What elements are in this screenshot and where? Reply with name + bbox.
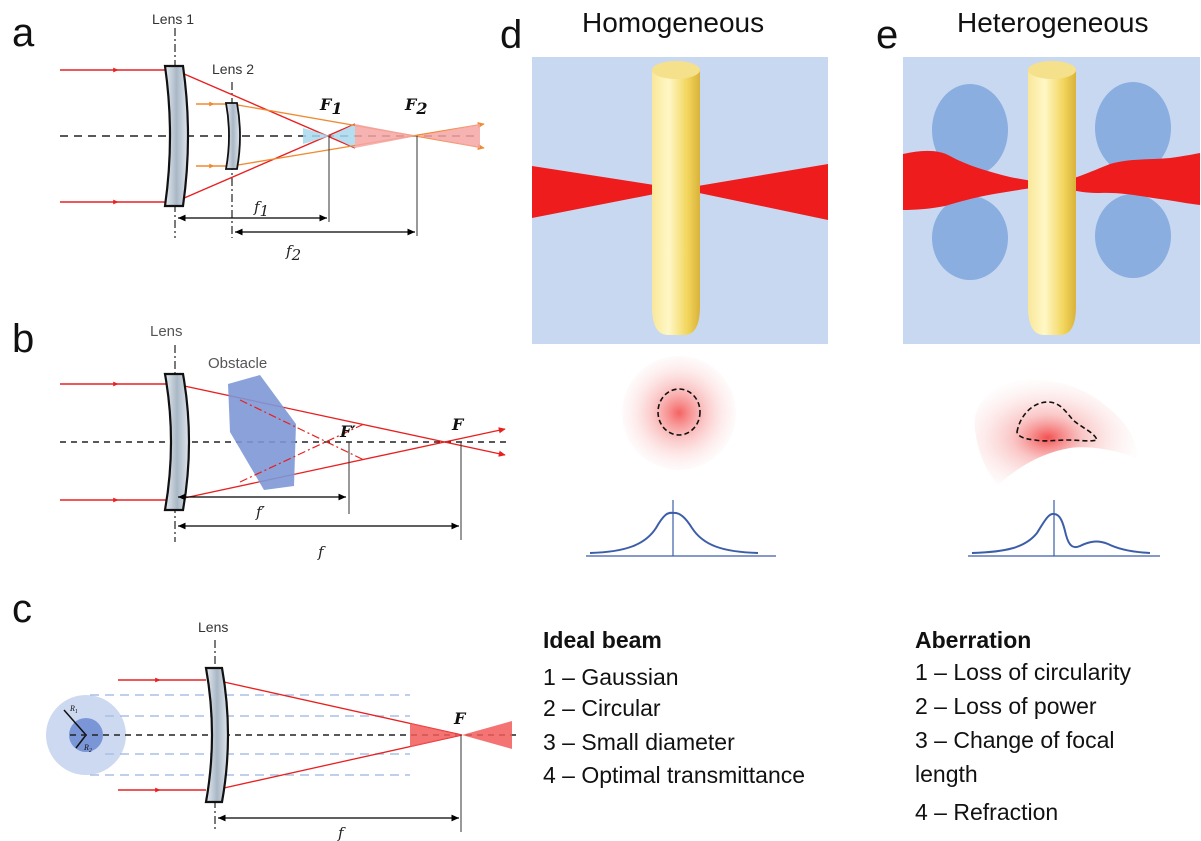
lens [163,372,191,512]
distance-f-label: f [337,824,346,841]
spot-outline [1016,401,1099,442]
ideal-beam-item: 1 – Gaussian [543,664,679,690]
laser-beam-left [532,166,680,218]
panel-c-letter: c [12,587,32,631]
panel-e-title: Heterogeneous [957,7,1148,38]
aberrated-laser-beam [903,150,1200,210]
lens1 [163,64,190,208]
lens2-label: Lens 2 [212,61,254,77]
panel-e-letter: e [876,13,898,57]
focus1-cone [303,128,330,144]
panel-b-letter: b [12,317,34,361]
fiber-top [1028,61,1076,79]
fiber-tip [1028,70,1076,335]
lens1-label: Lens 1 [152,11,194,27]
aberrated-profile-curve [971,512,1151,554]
obstacle-label: Obstacle [208,355,267,372]
inclusion-bottom-right [1095,194,1171,278]
panel-a: a Lens [12,11,485,264]
focus-label: F [453,709,467,728]
focus2-cone [417,124,480,148]
aberration-item: length [915,761,978,787]
r2-label: R2 [83,743,92,754]
distance-f1-label: f1 [253,198,269,220]
deflected-ray-top [239,399,365,461]
converging-ray-bottom [174,427,506,501]
fiber-top [652,61,700,79]
panel-a-letter: a [12,11,35,55]
aberration-item: 1 – Loss of circularity [915,659,1132,685]
panel-e: e Heterogeneous Aberration 1 – Loss of c… [876,7,1200,825]
r1-label: R1 [69,704,78,715]
lens2 [224,102,241,170]
focus2-cone [355,124,417,148]
lens-label: Lens [150,323,183,340]
aberration-heading: Aberration [915,627,1031,653]
focus-prime-label: F′ [339,422,356,441]
focus1-label: F1 [319,95,343,118]
panel-d-letter: d [500,13,522,57]
panel-c: c R1 R2 [12,587,520,841]
ideal-beam-item: 2 – Circular [543,695,661,721]
inclusion-top-right [1095,82,1171,174]
beam-envelope-lines [90,694,410,776]
r2-radius-line [75,734,87,749]
laser-beam-right [680,164,828,220]
spot-outline [657,388,701,436]
ideal-beam-item: 4 – Optimal transmittance [543,762,805,788]
lens [204,666,230,804]
inclusion-bottom-left [932,196,1008,280]
r1-radius-line [63,709,87,736]
inclusion-top-left [932,84,1008,176]
obstacle-shape [228,375,296,490]
circular-beam-spot [622,356,736,470]
deflected-ray-bottom [239,423,365,483]
aberration-item: 3 – Change of focal [915,727,1114,753]
focus2-label: F2 [404,95,428,118]
focus-cone [410,723,462,747]
distance-f-label: f [317,543,326,561]
aberration-item: 2 – Loss of power [915,693,1097,719]
distance-f-prime-label: f′ [255,503,266,521]
lens-label: Lens [198,619,228,635]
panel-d: d Homogeneous Ideal beam 1 – Gaussian 2 … [500,7,828,788]
focus1-cone [330,124,355,148]
ideal-beam-item: 3 – Small diameter [543,729,735,755]
focus-cone [462,721,512,749]
distorted-beam-spot [974,379,1138,485]
gaussian-profile-curve [589,511,759,554]
focus-label: F [451,415,465,434]
panel-d-title: Homogeneous [582,7,764,38]
distance-f2-label: f2 [285,242,301,264]
ideal-beam-heading: Ideal beam [543,627,662,653]
aberration-item: 4 – Refraction [915,799,1058,825]
fiber-tip [652,70,700,335]
panel-b: b Lens Obstacle F′ F f′ f [12,317,510,561]
